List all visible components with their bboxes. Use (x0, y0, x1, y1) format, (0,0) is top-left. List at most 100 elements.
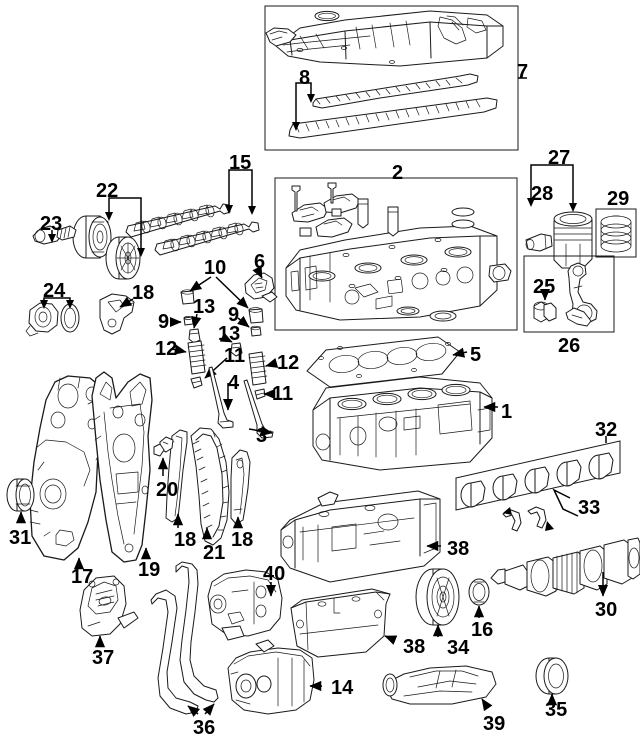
valve-cover-part (265, 10, 504, 67)
callout-33: 33 (578, 497, 601, 519)
camshaft-timing-gear-a (72, 215, 112, 259)
callout-14: 14 (331, 677, 354, 699)
valve-cover-gasket-lower (288, 97, 498, 139)
callout-23: 23 (40, 213, 63, 235)
callout-5: 5 (470, 344, 482, 366)
callout-21: 21 (203, 542, 226, 564)
callout-3: 3 (256, 425, 268, 447)
valve-spring-retainer-a (183, 316, 194, 326)
cylinder-head-part (285, 225, 512, 322)
callout-8: 8 (299, 67, 311, 89)
callout-40: 40 (263, 563, 286, 585)
piston (553, 211, 593, 269)
chain-tensioner (153, 436, 174, 457)
crankshaft (490, 537, 640, 597)
callout-9a: 9 (158, 311, 170, 333)
connecting-rod-box (523, 255, 615, 333)
thrust-washer-b (527, 506, 547, 529)
valve-cover-gasket-upper (312, 73, 479, 109)
callout-35: 35 (545, 699, 568, 721)
piston-ring-box (595, 208, 637, 258)
camshaft-timing-gear-b (105, 236, 141, 280)
callout-13b: 13 (218, 323, 241, 345)
callout-13a: 13 (193, 296, 216, 318)
cylinder-head-box (274, 177, 518, 331)
callout-7: 7 (517, 61, 529, 83)
callout-32: 32 (595, 419, 618, 441)
engine-mount-bracket (79, 575, 139, 637)
callout-29: 29 (607, 188, 630, 210)
oil-pump (207, 569, 283, 641)
valve-spring-a (187, 340, 207, 375)
callout-11b: 11 (272, 383, 294, 405)
callout-15: 15 (229, 152, 252, 174)
callout-24: 24 (43, 280, 66, 302)
callout-22: 22 (96, 180, 119, 202)
oil-pump-pickup-strainer (382, 665, 497, 705)
thrust-washer-a (502, 509, 522, 532)
valve-lifter-a (180, 289, 195, 305)
callout-27: 27 (548, 147, 571, 169)
cylinder-block (312, 376, 493, 471)
callout-19: 19 (138, 559, 161, 581)
valve-stem-seal-a (188, 328, 201, 344)
main-bearing-set (455, 440, 621, 511)
callout-36: 36 (193, 717, 216, 739)
callout-39: 39 (483, 713, 506, 735)
callout-34: 34 (447, 637, 470, 659)
valve-spring-retainer-b (250, 325, 262, 337)
callout-17: 17 (71, 566, 94, 588)
rear-main-seal (535, 657, 569, 695)
callout-18c: 18 (231, 529, 254, 551)
oil-control-valve (32, 225, 77, 245)
timing-chain (190, 427, 230, 546)
callout-2: 2 (392, 162, 404, 184)
callout-38b: 38 (403, 636, 426, 658)
valve-stem-seal-b (230, 342, 243, 357)
connecting-rod (565, 262, 598, 327)
callout-26: 26 (558, 335, 581, 357)
camshaft-timing-oil-seal-a (25, 302, 59, 337)
callout-38a: 38 (447, 538, 470, 560)
timing-chain-guide-left (165, 429, 188, 523)
callout-11a: 11 (224, 345, 246, 367)
valve-lifter-b (248, 307, 264, 324)
valve-keeper-b (254, 388, 266, 400)
oil-pan-lower (290, 588, 391, 658)
valve-spring-b (248, 351, 268, 386)
chain-guide-bracket-upper (99, 293, 135, 335)
piston-pin (525, 233, 553, 252)
timing-cover (29, 375, 107, 561)
callout-6: 6 (254, 251, 266, 273)
connecting-rod-bearing (533, 301, 557, 323)
timing-chain-case (91, 371, 153, 563)
callout-12b: 12 (277, 352, 300, 374)
timing-cover-oil-seal (6, 478, 35, 512)
valve-keeper-a (190, 376, 203, 389)
callout-28: 28 (531, 183, 554, 205)
oil-pan-upper (280, 490, 441, 583)
callout-37: 37 (92, 647, 115, 669)
callout-4: 4 (228, 372, 240, 394)
callout-25: 25 (533, 276, 556, 298)
camshaft-bearing-caps (291, 182, 475, 238)
callout-20: 20 (156, 479, 179, 501)
camshaft-intake (125, 203, 231, 238)
callout-16: 16 (471, 619, 494, 641)
water-hose-a (175, 561, 219, 703)
callout-10: 10 (204, 257, 227, 279)
callout-18b: 18 (174, 529, 197, 551)
water-hose-b (150, 589, 199, 715)
timing-chain-guide-right (230, 449, 251, 525)
camshaft-exhaust (154, 221, 260, 256)
callout-12a: 12 (155, 338, 178, 360)
callout-9b: 9 (228, 304, 240, 326)
piston-ring-set (600, 215, 632, 253)
callout-30: 30 (595, 599, 618, 621)
crankshaft-pulley (415, 568, 460, 626)
intake-valve (208, 366, 234, 429)
crankshaft-front-seal (468, 578, 490, 606)
callout-1: 1 (501, 401, 513, 423)
